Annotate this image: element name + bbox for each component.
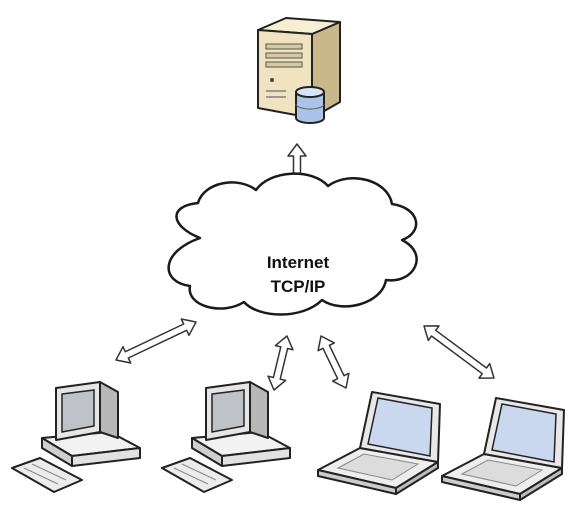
database-icon [295, 86, 325, 124]
desktop-computer-icon [11, 381, 141, 493]
server-with-database-icon [257, 17, 341, 124]
connection-arrows [115, 143, 495, 391]
double-arrow-desktop-1-to-cloud [115, 318, 197, 364]
internet-cloud: Internet TCP/IP [167, 172, 418, 316]
cloud-label-protocol: TCP/IP [271, 277, 326, 296]
double-arrow-desktop-2-to-cloud [267, 335, 294, 391]
desktop-computer-icon [161, 381, 291, 493]
double-arrow-laptop-2-to-cloud [423, 325, 495, 379]
double-arrow-laptop-1-to-cloud [317, 335, 350, 389]
cloud-label-internet: Internet [267, 253, 330, 272]
laptop-icon [317, 391, 441, 495]
laptop-icon [441, 397, 565, 501]
